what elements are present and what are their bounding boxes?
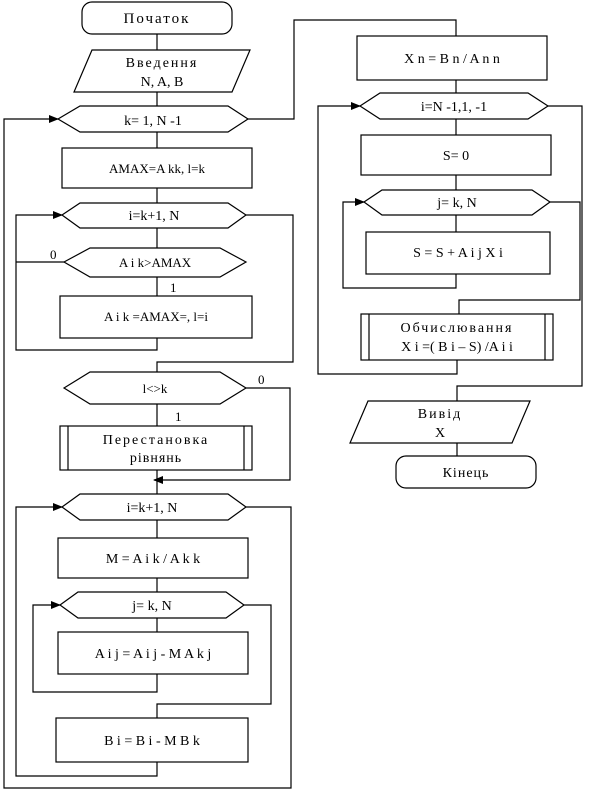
end-terminal: Кінець bbox=[395, 455, 537, 489]
compute-block: Обчислювання X i =( B i – S) /A i i bbox=[360, 313, 554, 361]
loop-i1-label: i=k+1, N bbox=[129, 209, 180, 224]
loop-j2-exit bbox=[458, 201, 581, 314]
loop-i1-back-arrow bbox=[15, 211, 158, 351]
xn-assign-block: X n = B n / A n n bbox=[356, 35, 548, 81]
loop-i2-block: i=k+1, N bbox=[60, 493, 248, 521]
b-update-label: B i = B i - M B k bbox=[104, 734, 200, 749]
s-zero-label: S= 0 bbox=[443, 149, 469, 164]
output-label-line2: X bbox=[435, 426, 445, 441]
loop-j1-back-arrow bbox=[32, 601, 158, 693]
amax-update-block: A i k =AMAX=, l=i bbox=[59, 295, 253, 339]
start-label: Початок bbox=[124, 11, 191, 27]
loop-k-block: k= 1, N -1 bbox=[56, 105, 250, 133]
a-update-block: A i j = A i j - M A k j bbox=[57, 631, 249, 675]
a-update-label: A i j = A i j - M A k j bbox=[95, 647, 211, 662]
compute-label-line2: X i =( B i – S) /A i i bbox=[401, 340, 513, 355]
end-label: Кінець bbox=[443, 466, 490, 481]
decision-amax-label: A i k>AMAX bbox=[119, 255, 192, 270]
swap-block: Перестановка рівнянь bbox=[59, 425, 253, 471]
m-assign-label: M = A i k / A k k bbox=[106, 552, 200, 567]
loop-j1-exit bbox=[156, 604, 272, 718]
branch-one-label-1: 1 bbox=[170, 280, 177, 295]
output-block: Вивід X bbox=[349, 400, 531, 444]
s-accum-label: S = S + A i j X i bbox=[413, 246, 503, 261]
loop-i1-exit bbox=[156, 214, 294, 372]
loop-j1-label: j= k, N bbox=[131, 599, 171, 614]
s-zero-block: S= 0 bbox=[360, 134, 552, 176]
loop-k-exit bbox=[248, 19, 457, 120]
xn-assign-label: X n = B n / A n n bbox=[404, 52, 500, 67]
loop-i2-label: i=k+1, N bbox=[127, 501, 178, 516]
swap-label-line2: рівнянь bbox=[130, 451, 182, 466]
loop-k-back-arrow bbox=[3, 115, 292, 789]
branch-zero-label-2: 0 bbox=[258, 372, 265, 387]
output-label-line1: Вивід bbox=[418, 407, 462, 422]
decision-l-label: l<>k bbox=[143, 381, 168, 396]
branch-zero-label-1: 0 bbox=[50, 247, 57, 262]
decision-l: l<>k bbox=[62, 371, 248, 405]
m-assign-block: M = A i k / A k k bbox=[57, 537, 249, 579]
loop-i3-label: i=N -1,1, -1 bbox=[421, 100, 487, 115]
loop-i3-exit bbox=[456, 105, 583, 401]
input-label-line1: Введення bbox=[126, 56, 199, 71]
branch-one-label-2: 1 bbox=[175, 409, 182, 424]
loop-j2-block: j= k, N bbox=[362, 189, 552, 216]
loop-i1-block: i=k+1, N bbox=[60, 202, 248, 229]
amax-assign-block: AMAX=A kk, l=k bbox=[61, 147, 253, 189]
loop-k-label: k= 1, N -1 bbox=[124, 114, 182, 129]
s-accum-block: S = S + A i j X i bbox=[365, 231, 551, 275]
amax-assign-label: AMAX=A kk, l=k bbox=[109, 161, 205, 176]
start-terminal: Початок bbox=[81, 1, 233, 35]
loop-j2-label: j= k, N bbox=[436, 196, 476, 211]
loop-j1-block: j= k, N bbox=[58, 591, 246, 619]
input-label-line2: N, A, B bbox=[141, 75, 184, 90]
swap-label-line1: Перестановка bbox=[103, 433, 210, 448]
loop-i2-back-arrow bbox=[15, 503, 158, 777]
loop-j2-back-arrow bbox=[342, 198, 457, 289]
loop-i3-block: i=N -1,1, -1 bbox=[358, 92, 550, 120]
input-block: Введення N, A, B bbox=[73, 49, 251, 93]
decision-amax: A i k>AMAX bbox=[62, 247, 248, 278]
b-update-block: B i = B i - M B k bbox=[55, 717, 249, 763]
amax-update-label: A i k =AMAX=, l=i bbox=[104, 309, 208, 324]
loop-i3-back-arrow bbox=[317, 102, 458, 375]
compute-label-line1: Обчислювання bbox=[401, 321, 514, 336]
branch-zero-bypass bbox=[153, 387, 291, 484]
